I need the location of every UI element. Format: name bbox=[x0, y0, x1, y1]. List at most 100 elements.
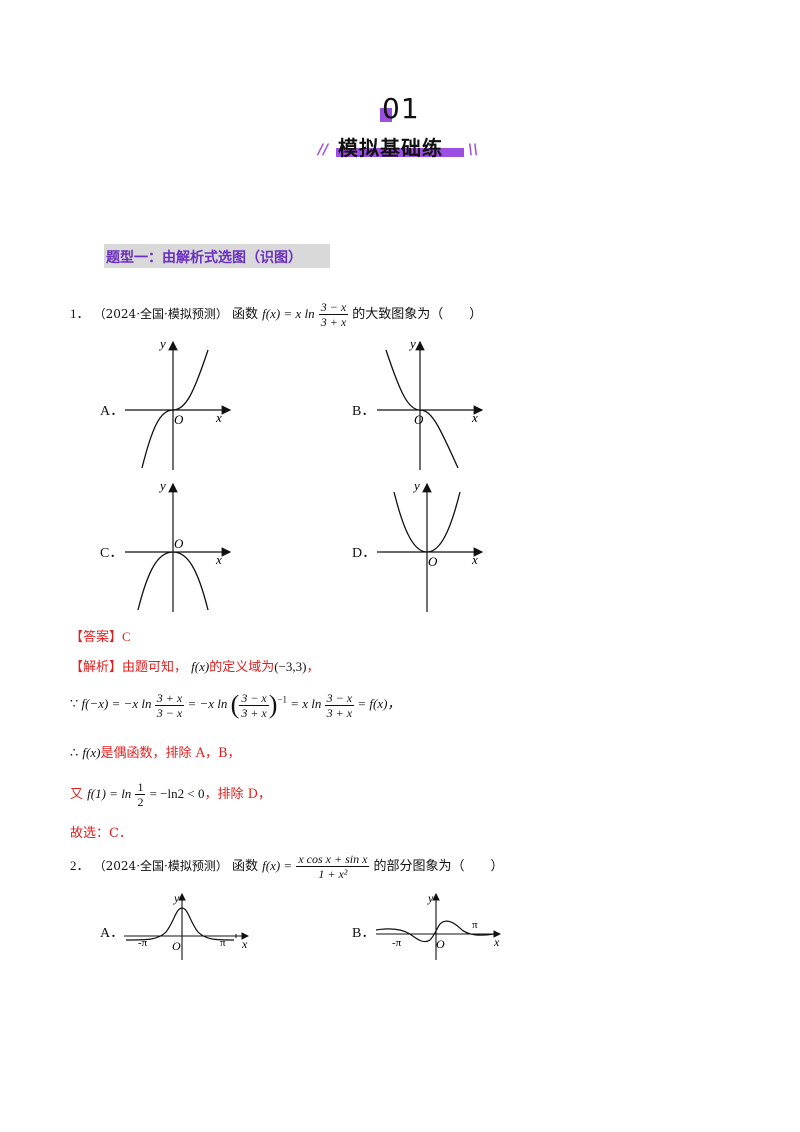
question-2-suffix: 的部分图象为（ ） bbox=[373, 859, 504, 874]
q1-option-a-graph[interactable]: y x O bbox=[120, 338, 250, 473]
denominator: 3 + x bbox=[241, 705, 267, 720]
x-label: x bbox=[241, 937, 248, 951]
curve bbox=[125, 907, 235, 941]
y-label: y bbox=[412, 480, 420, 493]
curve bbox=[393, 491, 461, 553]
numerator: 3 + x bbox=[154, 690, 185, 706]
numerator: 3 − x bbox=[324, 690, 355, 706]
q1-option-c-label[interactable]: C． bbox=[100, 546, 124, 561]
question-1-suffix: 的大致图象为（ ） bbox=[352, 307, 483, 322]
q2-option-b-label[interactable]: B． bbox=[352, 926, 376, 941]
chapter-number-accent bbox=[380, 108, 392, 122]
question-2-function: f(x) = bbox=[262, 858, 293, 873]
q1-option-d-label[interactable]: D． bbox=[352, 546, 377, 561]
fraction-denominator: 3 + x bbox=[320, 315, 347, 329]
origin-label: O bbox=[174, 412, 184, 427]
pi-label: π bbox=[220, 937, 226, 949]
q2-option-a-graph[interactable]: y x O -π π bbox=[118, 890, 258, 962]
denominator: 3 + x bbox=[326, 705, 353, 720]
curve bbox=[385, 349, 459, 469]
analysis-text: 由题可知， bbox=[122, 660, 188, 675]
analysis-tag: 【解析】 bbox=[70, 660, 123, 675]
x-label: x bbox=[471, 552, 478, 567]
q1-option-b-graph[interactable]: y x O bbox=[372, 338, 502, 473]
answer-line: 【答案】C bbox=[70, 626, 131, 645]
line4-expr: f(1) = ln bbox=[87, 786, 132, 801]
line2-rhs: = f(x)， bbox=[357, 695, 401, 711]
fraction-denominator: 1 + x² bbox=[318, 867, 348, 881]
origin-label: O bbox=[414, 412, 424, 427]
q2-option-a-label[interactable]: A． bbox=[100, 926, 125, 941]
question-1-source: （2024·全国·模拟预测） bbox=[93, 307, 228, 321]
line3-func: f(x) bbox=[82, 745, 101, 760]
right-decoration: \\ bbox=[468, 142, 479, 158]
x-label: x bbox=[215, 410, 222, 425]
q1-option-d-graph[interactable]: y x O bbox=[372, 480, 502, 615]
line2-lhs: f(−x) = −x ln bbox=[81, 695, 152, 711]
curve bbox=[137, 551, 209, 611]
question-2-number: 2． bbox=[70, 858, 90, 873]
y-label: y bbox=[158, 480, 166, 493]
origin-label: O bbox=[174, 536, 184, 551]
fraction-numerator: 3 − x bbox=[318, 300, 349, 315]
q1-option-c-graph[interactable]: y x O bbox=[120, 480, 250, 615]
chapter-title: 模拟基础练 bbox=[336, 132, 466, 160]
line4-text: ，排除 D， bbox=[204, 787, 272, 802]
answer-value: C bbox=[122, 629, 131, 644]
question-2-fraction: x cos x + sin x 1 + x² bbox=[296, 852, 370, 881]
x-label: x bbox=[493, 935, 500, 949]
question-1-prefix: 函数 bbox=[231, 307, 258, 322]
denominator: 3 − x bbox=[156, 705, 183, 720]
question-2-source: （2024·全国·模拟预测） bbox=[93, 859, 228, 873]
analysis-line-5: 故选：C． bbox=[70, 826, 132, 841]
question-1-stem: 1． （2024·全国·模拟预测） 函数 f(x) = x ln 3 − x 3… bbox=[70, 300, 482, 329]
q2-option-b-graph[interactable]: y x O -π π bbox=[370, 890, 510, 962]
fraction-numerator: x cos x + sin x bbox=[296, 852, 370, 867]
x-label: x bbox=[215, 552, 222, 567]
left-decoration: // bbox=[318, 142, 329, 158]
line2-mid: = −x ln bbox=[187, 695, 228, 711]
analysis-line-3: ∴ f(x)是偶函数，排除 A，B， bbox=[70, 742, 241, 761]
chapter-title-text: 模拟基础练 bbox=[338, 136, 443, 160]
curve bbox=[141, 349, 209, 469]
origin-label: O bbox=[428, 554, 438, 569]
denominator: 2 bbox=[137, 795, 144, 809]
origin-label: O bbox=[436, 937, 445, 951]
line4-expr2: = −ln2 < 0 bbox=[149, 786, 205, 801]
analysis-line-1: 【解析】由题可知， f(x)的定义域为(−3,3)， bbox=[70, 656, 320, 675]
because-symbol: ∵ bbox=[70, 695, 79, 711]
therefore-symbol: ∴ bbox=[70, 745, 79, 760]
neg-pi-label: -π bbox=[392, 937, 402, 949]
question-2-prefix: 函数 bbox=[231, 859, 258, 874]
q1-option-b-label[interactable]: B． bbox=[352, 404, 376, 419]
line3-text: 是偶函数，排除 A，B， bbox=[100, 746, 241, 761]
x-label: x bbox=[471, 410, 478, 425]
line4-prefix: 又 bbox=[70, 787, 84, 802]
y-label: y bbox=[427, 891, 434, 905]
chapter-number-text: 01 bbox=[382, 92, 420, 125]
analysis-domain: (−3,3) bbox=[274, 659, 307, 674]
origin-label: O bbox=[172, 939, 181, 953]
numerator: 3 − x bbox=[239, 690, 269, 706]
neg-pi-label: -π bbox=[138, 937, 148, 949]
y-label: y bbox=[158, 338, 166, 351]
line2-eq: = x ln bbox=[290, 695, 322, 711]
q1-option-a-label[interactable]: A． bbox=[100, 404, 125, 419]
question-1-number: 1． bbox=[70, 306, 90, 321]
question-1-function: f(x) = x ln bbox=[262, 306, 315, 321]
chapter-title-underline bbox=[336, 148, 464, 157]
analysis-func: f(x) bbox=[191, 659, 210, 674]
numerator: 1 bbox=[135, 780, 146, 795]
analysis-end: ， bbox=[306, 660, 320, 675]
answer-tag: 【答案】 bbox=[70, 630, 123, 645]
chapter-number: 01 bbox=[378, 92, 438, 128]
curve bbox=[375, 920, 495, 943]
pi-label: π bbox=[472, 919, 478, 931]
section-banner: 题型一：由解析式选图（识图） bbox=[104, 244, 330, 268]
